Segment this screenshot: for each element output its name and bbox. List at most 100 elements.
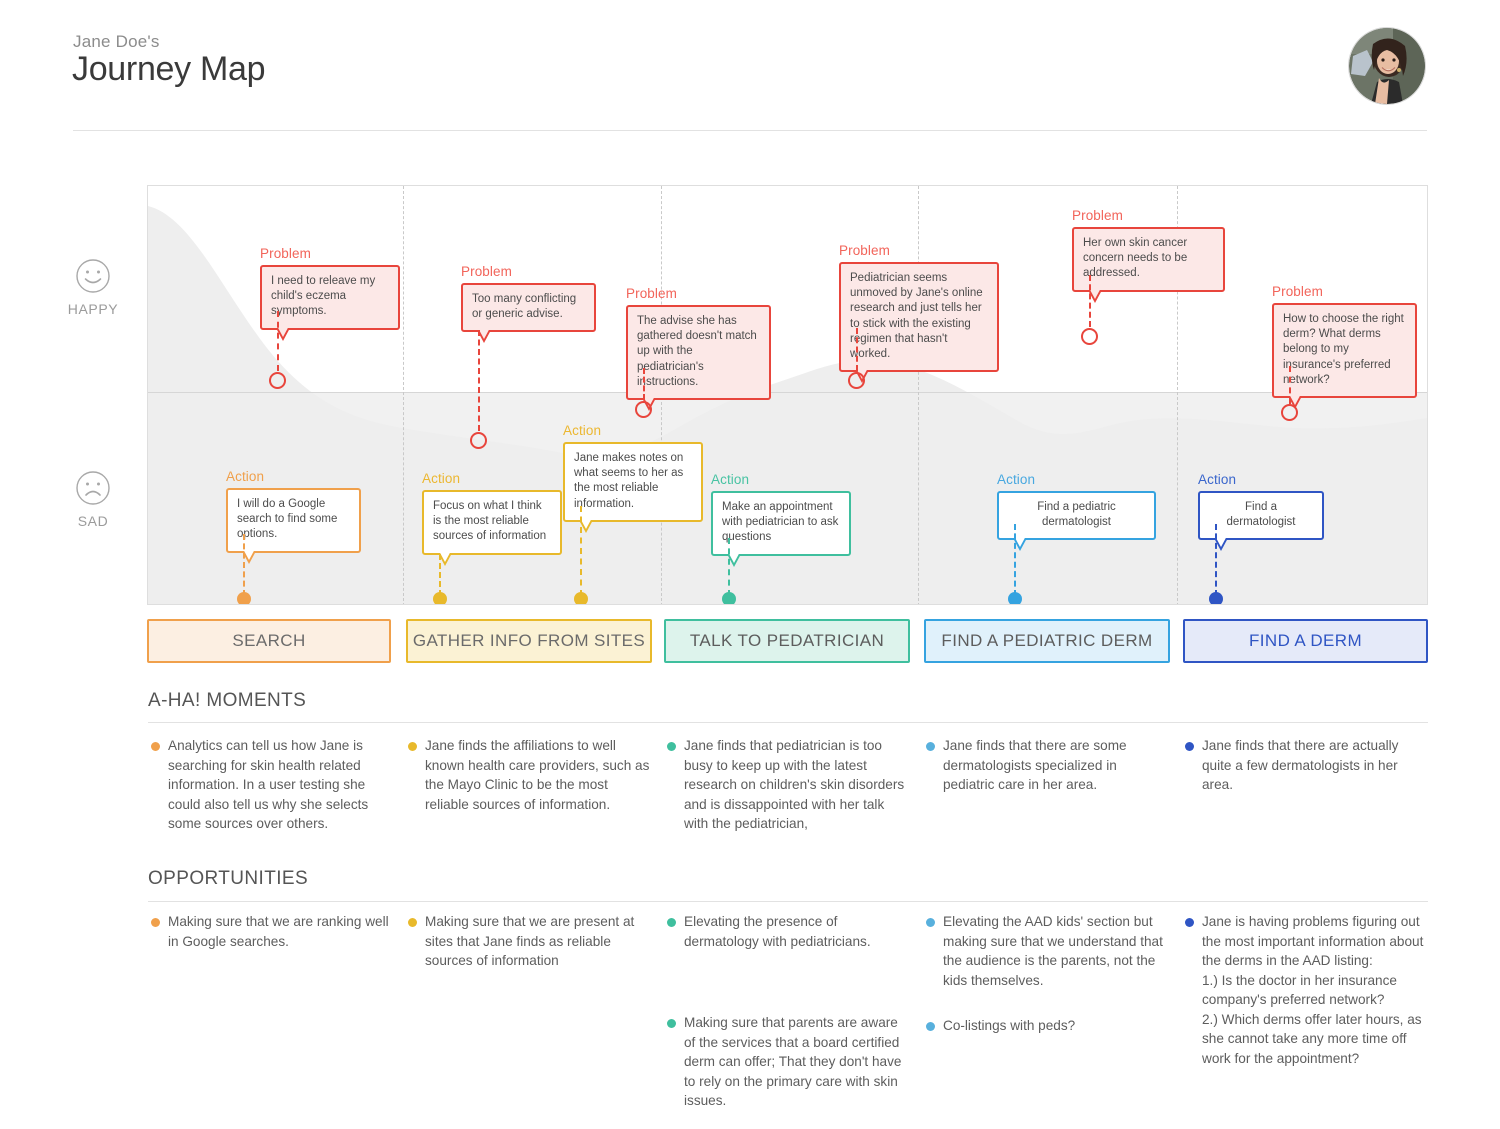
problem-callout-3[interactable]: Problem The advise she has gathered does… <box>626 286 771 411</box>
opportunities-column-4: Elevating the AAD kids' section but maki… <box>924 912 1166 1054</box>
action-bubble: Find a dermatologist <box>1198 491 1324 552</box>
aha-section-title: A-HA! MOMENTS <box>148 690 307 711</box>
action-point-3[interactable] <box>574 592 588 604</box>
problem-point-3[interactable] <box>635 401 652 418</box>
header-eyebrow: Jane Doe's <box>73 32 160 51</box>
action-stem-5 <box>1014 524 1016 596</box>
action-stem-2 <box>439 554 441 596</box>
problem-callout-4[interactable]: Problem Pediatrician seems unmoved by Ja… <box>839 243 999 384</box>
action-point-1[interactable] <box>237 592 251 604</box>
list-item: Making sure that parents are aware of th… <box>665 1013 905 1111</box>
list-item-text: Making sure that parents are aware of th… <box>684 1015 902 1109</box>
action-callout-2[interactable]: Action Focus on what I think is the most… <box>422 471 562 565</box>
problem-callout-5[interactable]: Problem Her own skin cancer concern need… <box>1072 208 1225 302</box>
problem-point-4[interactable] <box>848 372 865 389</box>
action-point-2[interactable] <box>433 592 447 604</box>
mood-happy: HAPPY <box>48 258 138 317</box>
stage-divider-1 <box>403 186 404 604</box>
list-item: Jane finds that there are some dermatolo… <box>924 736 1166 795</box>
problem-callout-1[interactable]: Problem I need to releave my child's ecz… <box>260 246 400 340</box>
opportunities-section-title: OPPORTUNITIES <box>148 868 309 889</box>
problem-kicker: Problem <box>1272 284 1323 299</box>
list-item: Making sure that we are ranking well in … <box>149 912 394 951</box>
stage-divider-4 <box>1177 186 1178 604</box>
stage-find-derm[interactable]: FIND A DERM <box>1183 619 1428 663</box>
action-callout-6[interactable]: Action Find a dermatologist <box>1198 472 1324 552</box>
stage-search[interactable]: SEARCH <box>147 619 391 663</box>
problem-bubble: Too many conflicting or generic advise. <box>461 283 596 344</box>
action-point-4[interactable] <box>722 592 736 604</box>
list-item-text: Jane is having problems figuring out the… <box>1202 914 1424 1066</box>
stage-gather-info[interactable]: GATHER INFO FROM SITES <box>406 619 652 663</box>
mood-happy-label: HAPPY <box>67 301 119 317</box>
user-avatar <box>1348 27 1426 105</box>
problem-kicker: Problem <box>1072 208 1123 223</box>
chart-midline <box>148 392 1427 393</box>
bullet-dot <box>667 742 676 751</box>
aha-column-4: Jane finds that there are some dermatolo… <box>924 736 1166 813</box>
bullet-dot <box>667 918 676 927</box>
opportunities-column-5: Jane is having problems figuring out the… <box>1183 912 1428 1087</box>
bullet-dot <box>926 918 935 927</box>
list-item: Jane finds that there are actually quite… <box>1183 736 1425 795</box>
action-callout-1[interactable]: Action I will do a Google search to find… <box>226 469 361 563</box>
problem-stem-5 <box>1089 275 1091 327</box>
header-divider <box>73 130 1427 131</box>
avatar-photo-icon <box>1349 28 1425 104</box>
problem-point-6[interactable] <box>1281 404 1298 421</box>
action-stem-1 <box>243 534 245 596</box>
list-item: Analytics can tell us how Jane is search… <box>149 736 394 834</box>
action-point-6[interactable] <box>1209 592 1223 604</box>
action-bubble: I will do a Google search to find some o… <box>226 488 361 563</box>
action-callout-5[interactable]: Action Find a pediatric dermatologist <box>997 472 1156 552</box>
problem-point-1[interactable] <box>269 372 286 389</box>
stage-talk-pediatrician[interactable]: TALK TO PEDATRICIAN <box>664 619 910 663</box>
action-bubble: Find a pediatric dermatologist <box>997 491 1156 552</box>
bullet-dot <box>151 918 160 927</box>
problem-stem-3 <box>643 368 645 400</box>
problem-bubble: Her own skin cancer concern needs to be … <box>1072 227 1225 302</box>
action-callout-4[interactable]: Action Make an appointment with pediatri… <box>711 472 851 566</box>
aha-column-3: Jane finds that pediatrician is too busy… <box>665 736 905 852</box>
list-item: Jane finds the affiliations to well know… <box>406 736 651 814</box>
list-item-text: Jane finds that pediatrician is too busy… <box>684 738 905 832</box>
stage-label: FIND A PEDIATRIC DERM <box>941 631 1153 650</box>
list-item: Co-listings with peds? <box>924 1016 1166 1036</box>
stage-label: FIND A DERM <box>1248 631 1363 650</box>
list-item-text: Elevating the AAD kids' section but maki… <box>943 914 1163 988</box>
action-stem-3 <box>580 506 582 596</box>
problem-kicker: Problem <box>839 243 890 258</box>
stage-label: GATHER INFO FROM SITES <box>412 631 646 650</box>
action-kicker: Action <box>711 472 750 487</box>
list-item: Jane finds that pediatrician is too busy… <box>665 736 905 834</box>
problem-point-5[interactable] <box>1081 328 1098 345</box>
list-item-text: Analytics can tell us how Jane is search… <box>168 738 369 832</box>
problem-kicker: Problem <box>260 246 311 261</box>
bullet-dot <box>408 918 417 927</box>
stage-label: SEARCH <box>232 631 306 650</box>
action-point-5[interactable] <box>1008 592 1022 604</box>
stage-divider-3 <box>918 186 919 604</box>
bullet-dot <box>1185 742 1194 751</box>
opportunities-column-1: Making sure that we are ranking well in … <box>149 912 394 969</box>
bullet-dot <box>667 1019 676 1029</box>
action-bubble: Jane makes notes on what seems to her as… <box>563 442 703 533</box>
mood-sad: SAD <box>48 470 138 529</box>
problem-bubble: How to choose the right derm? What derms… <box>1272 303 1417 409</box>
problem-stem-4 <box>856 328 858 371</box>
sad-face-icon <box>75 470 111 506</box>
problem-callout-2[interactable]: Problem Too many conflicting or generic … <box>461 264 596 344</box>
problem-kicker: Problem <box>626 286 677 301</box>
list-item-text: Jane finds that there are actually quite… <box>1202 738 1399 793</box>
list-item: Making sure that we are present at sites… <box>406 912 641 971</box>
stage-label: TALK TO PEDATRICIAN <box>689 631 885 650</box>
action-callout-3[interactable]: Action Jane makes notes on what seems to… <box>563 423 703 533</box>
problem-callout-6[interactable]: Problem How to choose the right derm? Wh… <box>1272 284 1417 409</box>
bullet-dot <box>926 742 935 751</box>
problem-point-2[interactable] <box>470 432 487 449</box>
stage-find-pediatric-derm[interactable]: FIND A PEDIATRIC DERM <box>924 619 1170 663</box>
opportunities-section-divider <box>148 901 1428 902</box>
aha-column-5: Jane finds that there are actually quite… <box>1183 736 1425 813</box>
mood-sad-label: SAD <box>77 513 109 529</box>
action-kicker: Action <box>226 469 265 484</box>
